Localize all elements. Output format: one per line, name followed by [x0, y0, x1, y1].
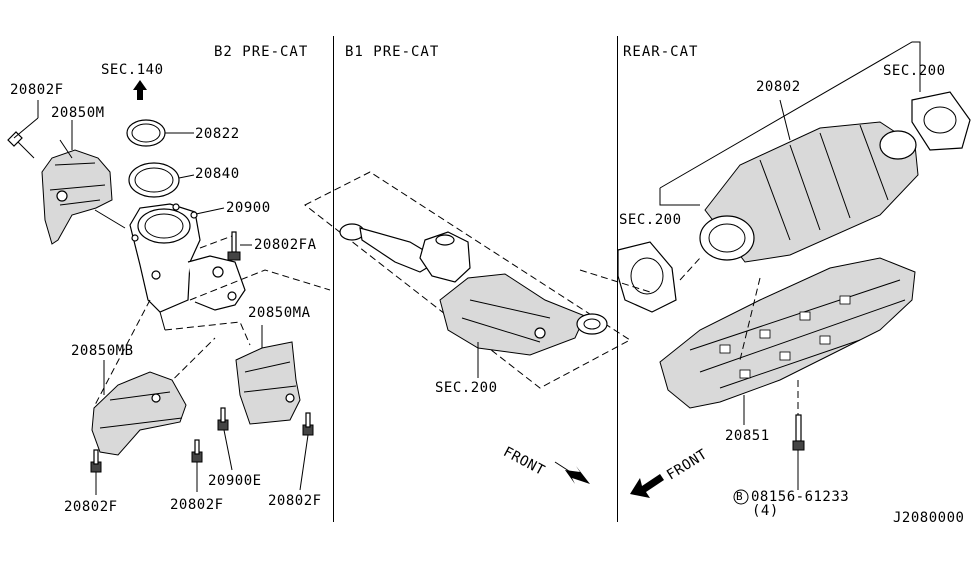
label-sec200-b1: SEC.200 — [435, 380, 498, 396]
label-20850ma: 20850MA — [248, 305, 311, 321]
sec140-arrow-icon — [133, 80, 147, 100]
label-20802fa: 20802FA — [254, 237, 317, 253]
divider-left — [333, 36, 334, 522]
label-08156-61233: 08156-61233 — [751, 489, 850, 505]
rear-catalyst-20802 — [699, 99, 919, 263]
bolt-20802f-bottom-mid — [191, 439, 203, 492]
label-20900: 20900 — [226, 200, 271, 216]
heat-shield-20850mb — [91, 360, 187, 456]
section-title-b2-pre-cat: B2 PRE-CAT — [214, 44, 309, 60]
label-sec200-top-right: SEC.200 — [883, 63, 946, 79]
gasket-20840 — [128, 162, 195, 198]
bolt-type-circle-icon — [733, 489, 749, 505]
label-sec200-mid: SEC.200 — [619, 212, 682, 228]
section-title-b1-pre-cat: B1 PRE-CAT — [345, 44, 440, 60]
bolt-20900e — [217, 407, 233, 471]
label-bolt-qty: (4) — [752, 503, 779, 519]
bolt-20802f-top-left — [7, 100, 39, 159]
gasket-sec200-top-right — [911, 91, 971, 151]
pre-catalyst-b1 — [339, 223, 608, 378]
rear-heat-shield-20851 — [659, 257, 916, 425]
label-20802f-bottom-left: 20802F — [64, 499, 118, 515]
pre-catalyst-20900 — [129, 203, 246, 331]
diagram-id: J2080000 — [893, 510, 965, 526]
label-bolt-circle: B — [736, 490, 744, 503]
label-20802: 20802 — [756, 79, 801, 95]
front-arrow-right-icon — [630, 474, 664, 498]
front-arrow-left-icon — [554, 461, 590, 484]
label-20802f-bottom-mid: 20802F — [170, 497, 224, 513]
heat-shield-20850ma — [235, 325, 301, 425]
heat-shield-20850m — [41, 139, 126, 245]
label-20850mb: 20850MB — [71, 343, 134, 359]
label-20840: 20840 — [195, 166, 240, 182]
label-20822: 20822 — [195, 126, 240, 142]
label-20802f-bottom-right: 20802F — [268, 493, 322, 509]
label-20900e: 20900E — [208, 473, 262, 489]
label-20851: 20851 — [725, 428, 770, 444]
bolt-08156-61233 — [792, 414, 805, 490]
label-20802f-top-left: 20802F — [10, 82, 64, 98]
label-20850m: 20850M — [51, 105, 105, 121]
gasket-20822 — [126, 119, 194, 147]
bolt-20802f-bottom-right — [299, 412, 314, 491]
gasket-sec200-left — [617, 241, 677, 313]
bolt-20802f-bottom-left — [90, 449, 102, 495]
divider-right — [617, 36, 618, 522]
bolt-20802fa — [227, 231, 252, 261]
section-title-rear-cat: REAR-CAT — [623, 44, 699, 60]
label-sec140: SEC.140 — [101, 62, 164, 78]
